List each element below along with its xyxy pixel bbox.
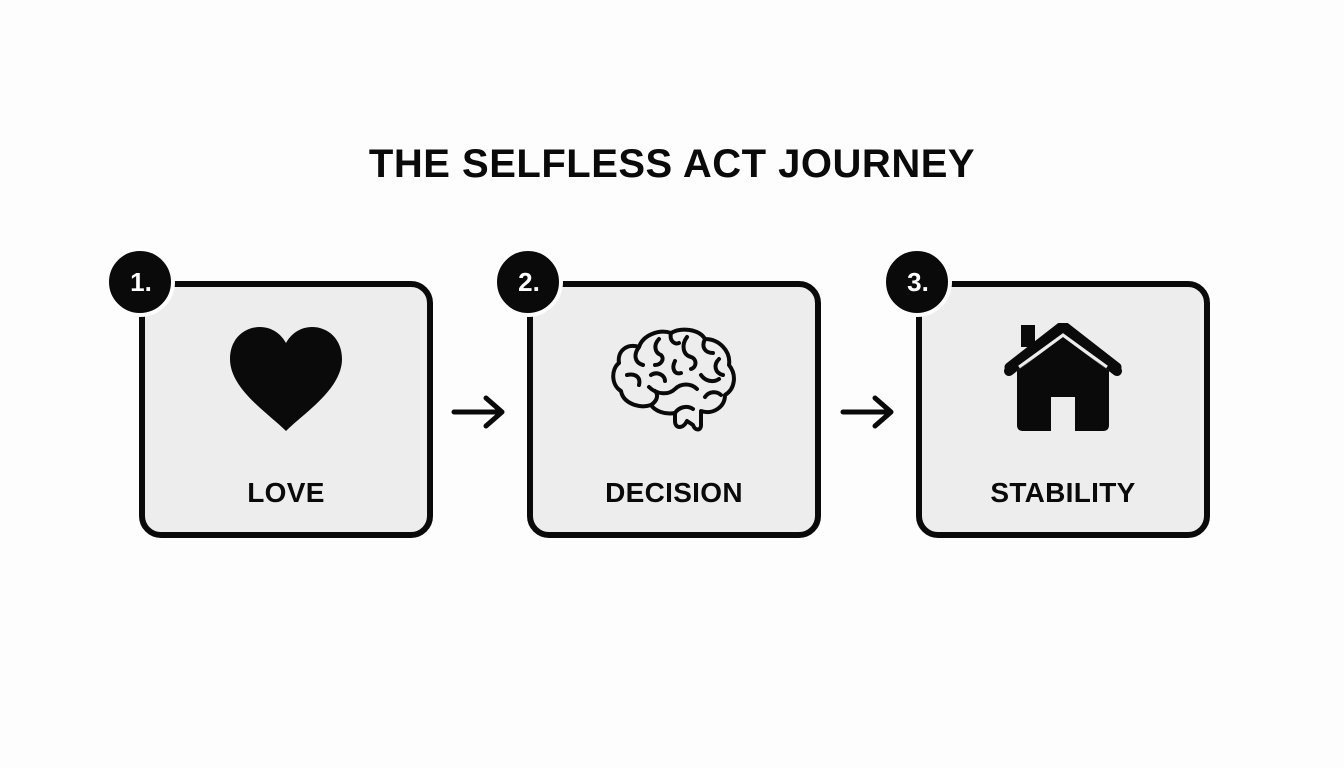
step-number-badge: 3. [882, 247, 952, 317]
brain-icon [609, 325, 739, 442]
step-label: STABILITY [990, 477, 1136, 508]
step-card-stability: 3. STABILITY [882, 247, 1210, 538]
step-number: 3. [907, 266, 929, 297]
step-card-decision: 2. DECISION [493, 247, 821, 538]
step-card-love: 1. LOVE [105, 247, 433, 538]
arrow-right-icon [839, 393, 899, 438]
diagram-title: THE SELFLESS ACT JOURNEY [368, 142, 976, 186]
step-label: DECISION [605, 477, 743, 508]
step-label: LOVE [247, 477, 325, 508]
step-number: 2. [518, 266, 540, 297]
house-icon [1003, 320, 1123, 438]
step-number-badge: 2. [493, 247, 563, 317]
heart-icon [226, 325, 346, 440]
step-number: 1. [130, 266, 152, 297]
arrow-right-icon [450, 393, 510, 438]
step-number-badge: 1. [105, 247, 175, 317]
